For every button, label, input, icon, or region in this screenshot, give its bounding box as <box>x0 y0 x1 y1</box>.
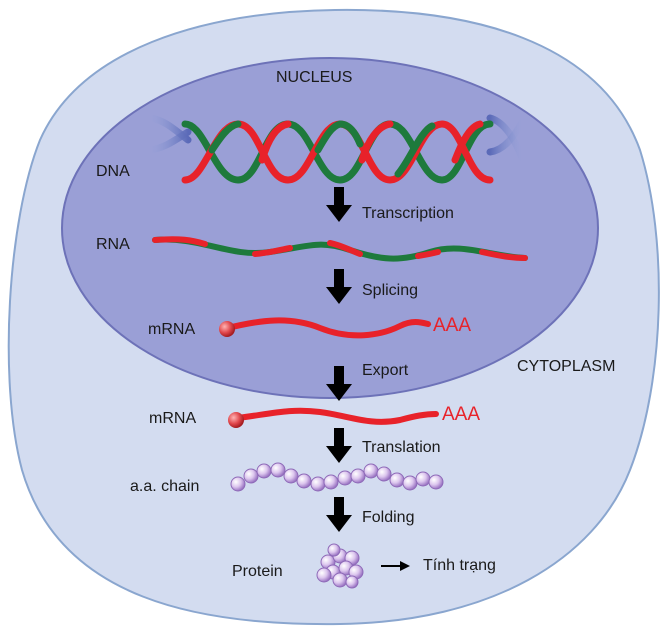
step-translation: Translation <box>362 439 441 456</box>
nucleus-label: NUCLEUS <box>276 69 353 86</box>
step-transcription: Transcription <box>362 205 454 222</box>
five-prime-cap-cytoplasm <box>228 412 244 428</box>
dna-label: DNA <box>96 163 130 180</box>
rna-strand <box>152 236 528 262</box>
arrow-folding <box>326 497 352 532</box>
poly-a-tail-nucleus: AAA <box>433 315 472 336</box>
amino-acid-chain <box>230 462 444 492</box>
five-prime-cap-nucleus <box>219 321 235 337</box>
step-splicing: Splicing <box>362 282 419 299</box>
folded-protein <box>316 543 364 589</box>
dna-helix <box>146 114 526 184</box>
aa-chain-label: a.a. chain <box>130 478 200 495</box>
step-folding: Folding <box>362 509 415 526</box>
mrna-nucleus-label: mRNA <box>148 321 196 338</box>
poly-a-tail-cytoplasm: AAA <box>442 404 481 425</box>
process-arrows <box>326 187 352 532</box>
step-export: Export <box>362 362 409 379</box>
mrna-cytoplasm-label: mRNA <box>149 410 197 427</box>
mrna-cytoplasm-strand <box>235 407 439 425</box>
arrow-splicing <box>326 269 352 304</box>
rna-label: RNA <box>96 236 130 253</box>
mrna-nucleus-strand <box>225 317 431 339</box>
arrow-transcription <box>326 187 352 222</box>
arrow-export <box>326 366 352 401</box>
nucleus <box>61 57 599 399</box>
phenotype-label: Tính trạng <box>423 557 496 574</box>
cytoplasm-label: CYTOPLASM <box>517 358 616 375</box>
protein-label: Protein <box>232 563 283 580</box>
arrow-translation <box>326 428 352 463</box>
arrow-to-phenotype <box>381 561 410 571</box>
